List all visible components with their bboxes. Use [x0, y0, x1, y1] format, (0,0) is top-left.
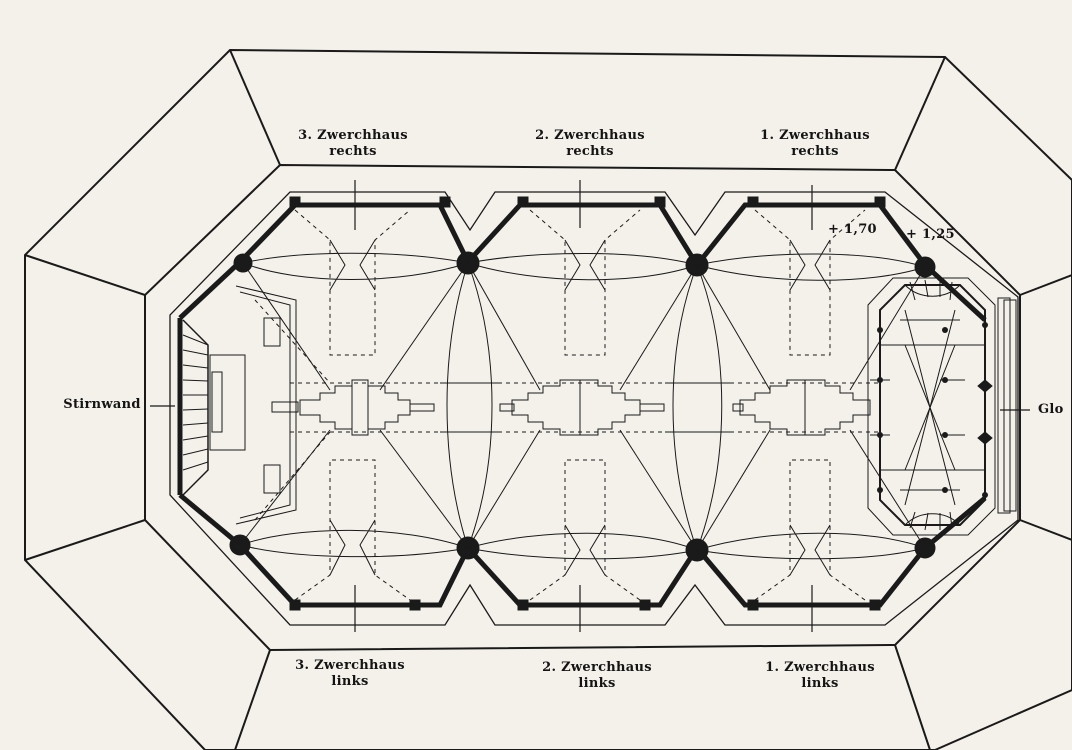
elevation-mark-b: + 1,25: [906, 227, 955, 242]
axis-ticks: [150, 180, 1030, 632]
label-dormer-3-left: 3. Zwerchhaus links: [295, 658, 405, 689]
piers: [229, 196, 936, 611]
elevation-mark-a: + 1,70: [828, 222, 877, 237]
roof-outline: [24, 48, 1072, 750]
projection-dashes: [254, 209, 880, 601]
label-dormer-3-right: 3. Zwerchhaus rechts: [298, 128, 408, 159]
vault-ribs: [239, 239, 926, 576]
apse-fittings: [182, 285, 297, 525]
wall-outline-outer: [169, 191, 1019, 626]
label-dormer-2-left: 2. Zwerchhaus links: [542, 660, 652, 691]
tabernacle-shapes: [271, 379, 871, 436]
label-dormer-1-right: 1. Zwerchhaus rechts: [760, 128, 870, 159]
label-dormer-2-right: 2. Zwerchhaus rechts: [535, 128, 645, 159]
stair-posts: [877, 322, 988, 498]
stair-vestibule: [867, 277, 1017, 536]
label-dormer-1-left: 1. Zwerchhaus links: [765, 660, 875, 691]
wall-outline-inner: [177, 202, 987, 608]
label-gable-wall: Stirnwand: [63, 397, 141, 412]
label-right-edge: Glo: [1038, 402, 1064, 417]
